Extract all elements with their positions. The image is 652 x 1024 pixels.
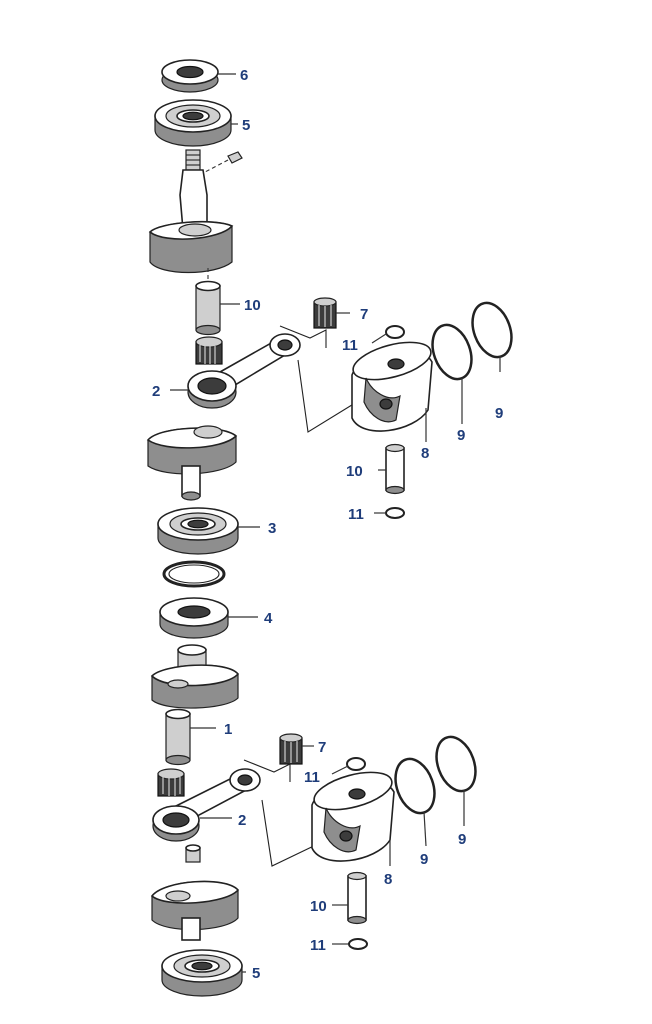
callout-8-piston-lower: 8	[384, 871, 392, 888]
crankshaft-web-upper-lower	[146, 425, 238, 501]
snap-ring	[162, 560, 226, 588]
connecting-rod-top	[187, 333, 301, 409]
oil-seal-center	[159, 597, 229, 639]
callout-11-circlip-top-a: 11	[342, 337, 358, 354]
ball-bearing-bottom	[161, 949, 243, 997]
callout-7-needle-bearing-lower: 7	[318, 739, 326, 756]
crankshaft-upper-half	[148, 149, 234, 285]
crankshaft-lower-web-upper	[150, 644, 240, 709]
crank-pin-lower	[165, 708, 191, 766]
callout-9-ring-lower-a: 9	[420, 851, 428, 868]
callout-5-bearing-top: 5	[242, 117, 250, 134]
crank-pin-top	[195, 280, 221, 336]
circlip-top-b	[385, 507, 405, 519]
piston-ring-top-a	[431, 323, 473, 381]
piston-ring-top-b	[471, 301, 513, 359]
crank-dowel-lower	[185, 844, 201, 863]
callout-4-oil-seal-center: 4	[264, 610, 273, 627]
callout-6-oil-seal-top: 6	[240, 67, 248, 84]
piston-top	[351, 341, 433, 432]
circlip-lower-b	[348, 938, 368, 950]
needle-bearing-crankpin-top	[195, 336, 223, 365]
callout-8-piston-top: 8	[421, 445, 429, 462]
callout-9-ring-top-b: 9	[495, 405, 503, 422]
callout-9-ring-top-a: 9	[457, 427, 465, 444]
small-end-needle-bearing-lower	[279, 733, 303, 765]
callout-11-circlip-top-b: 11	[348, 506, 364, 523]
callout-11-circlip-lower-b: 11	[310, 937, 326, 954]
connecting-rod-lower	[152, 768, 261, 842]
crankshaft-lower-web-lower	[150, 880, 240, 941]
circlip-top-a	[385, 325, 405, 339]
callout-11-circlip-lower-a: 11	[304, 769, 320, 786]
needle-bearing-crankpin-lower	[157, 768, 185, 797]
piston-lower	[311, 771, 395, 862]
assembly-guide-line-top	[279, 325, 361, 433]
piston-pin-top	[385, 443, 405, 495]
piston-ring-lower-a	[394, 757, 436, 815]
piston-pin-lower	[347, 871, 367, 925]
assembly-guide-line-lower	[243, 759, 323, 867]
small-end-needle-bearing-top	[313, 297, 337, 329]
callout-9-ring-lower-b: 9	[458, 831, 466, 848]
callout-1-crank-pin: 1	[224, 721, 232, 738]
callout-10-crank-pin-top: 10	[244, 297, 261, 314]
callout-2-conrod-top: 2	[152, 383, 160, 400]
callout-2-conrod-lower: 2	[238, 812, 246, 829]
ball-bearing-top	[154, 99, 232, 147]
callout-5-bearing-bottom: 5	[252, 965, 260, 982]
circlip-lower-a	[346, 757, 366, 771]
piston-ring-lower-b	[435, 735, 477, 793]
callout-7-needle-bearing-top: 7	[360, 306, 368, 323]
callout-10-piston-pin-lower: 10	[310, 898, 327, 915]
callout-3-bearing-center: 3	[268, 520, 276, 537]
leader-lines	[170, 73, 501, 973]
oil-seal-top	[161, 59, 219, 93]
woodruff-key	[204, 151, 243, 173]
ball-bearing-center	[157, 507, 239, 555]
callout-10-piston-pin-top: 10	[346, 463, 363, 480]
